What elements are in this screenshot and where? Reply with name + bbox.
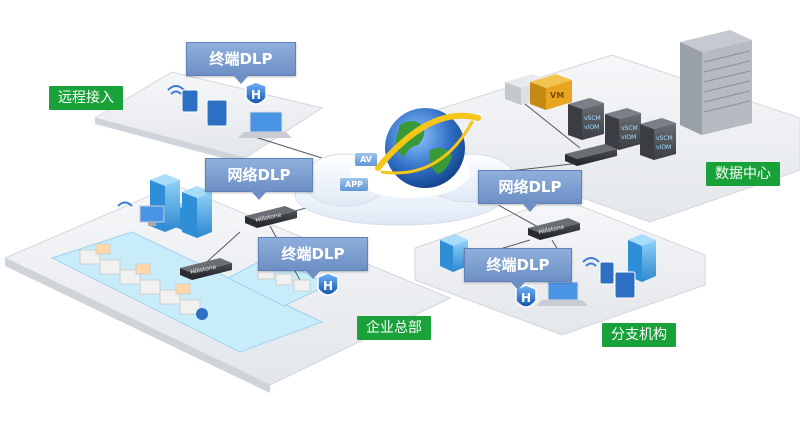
hq-endpoint-computers	[257, 267, 311, 292]
vm-label: VM	[550, 91, 564, 100]
wifi-icon	[167, 85, 185, 95]
vscm-module-2: vSCM vIOM	[605, 108, 641, 150]
vscm-label: vSCM	[584, 115, 601, 122]
server-rack-icon	[680, 30, 752, 135]
laptop-icon	[238, 111, 292, 138]
branch-phone-icon	[599, 261, 615, 285]
branch-server-icon	[628, 234, 656, 282]
branch-label: 分支机构	[602, 323, 676, 347]
viom-label: vIOM	[621, 134, 636, 141]
firewall-branch-icon	[528, 218, 580, 240]
network-dlp-branch-callout: 网络DLP	[478, 170, 582, 212]
vscm-label: vSCM	[621, 125, 638, 132]
shield-letter: H	[251, 88, 261, 102]
vm-box-icon: VM	[530, 74, 572, 110]
firewall-hq-icon	[245, 206, 297, 228]
data-center-devices: VM vSCM vIOM vSCM vIOM vSCM vIOM	[505, 30, 752, 166]
shield-letter: H	[323, 279, 333, 293]
phone-icon	[181, 89, 199, 113]
firewall-hq-secondary-icon	[180, 258, 232, 280]
shield-icon-remote: H	[245, 81, 267, 105]
hq-monitor-icon	[139, 205, 165, 226]
shield-icon-hq: H	[317, 272, 339, 296]
branch-tablet-icon	[614, 271, 636, 299]
vscm-label: vSCM	[656, 135, 673, 142]
shield-letter: H	[521, 291, 531, 305]
viom-label: vIOM	[656, 144, 671, 151]
hq-wifi-icon	[117, 201, 133, 207]
cloud-app-tag: APP	[340, 178, 368, 191]
branch-laptop-icon	[536, 281, 588, 306]
network-dlp-hq-callout: 网络DLP	[205, 158, 313, 200]
cloud-av-tag: AV	[355, 153, 377, 166]
small-globe-icon	[196, 308, 208, 320]
globe-icon	[375, 108, 481, 188]
endpoint-dlp-hq-callout: 终端DLP	[258, 237, 368, 279]
tablet-icon	[206, 99, 228, 127]
hq-devices	[79, 174, 311, 320]
remote-access-label: 远程接入	[49, 86, 123, 110]
vscm-module-3: vSCM vIOM	[640, 118, 676, 160]
endpoint-dlp-remote-callout: 终端DLP	[186, 42, 296, 84]
hq-workstations	[79, 243, 201, 315]
branch-wifi-icon	[582, 257, 600, 267]
viom-label: vIOM	[584, 124, 599, 131]
headquarters-label: 企业总部	[357, 316, 431, 340]
endpoint-dlp-branch-callout: 终端DLP	[464, 248, 572, 290]
data-center-label: 数据中心	[706, 162, 780, 186]
firewall-dc-icon	[565, 144, 617, 166]
shield-icon-branch: H	[515, 284, 537, 308]
remote-devices	[167, 85, 292, 138]
vscm-module-1: vSCM vIOM	[568, 98, 604, 140]
